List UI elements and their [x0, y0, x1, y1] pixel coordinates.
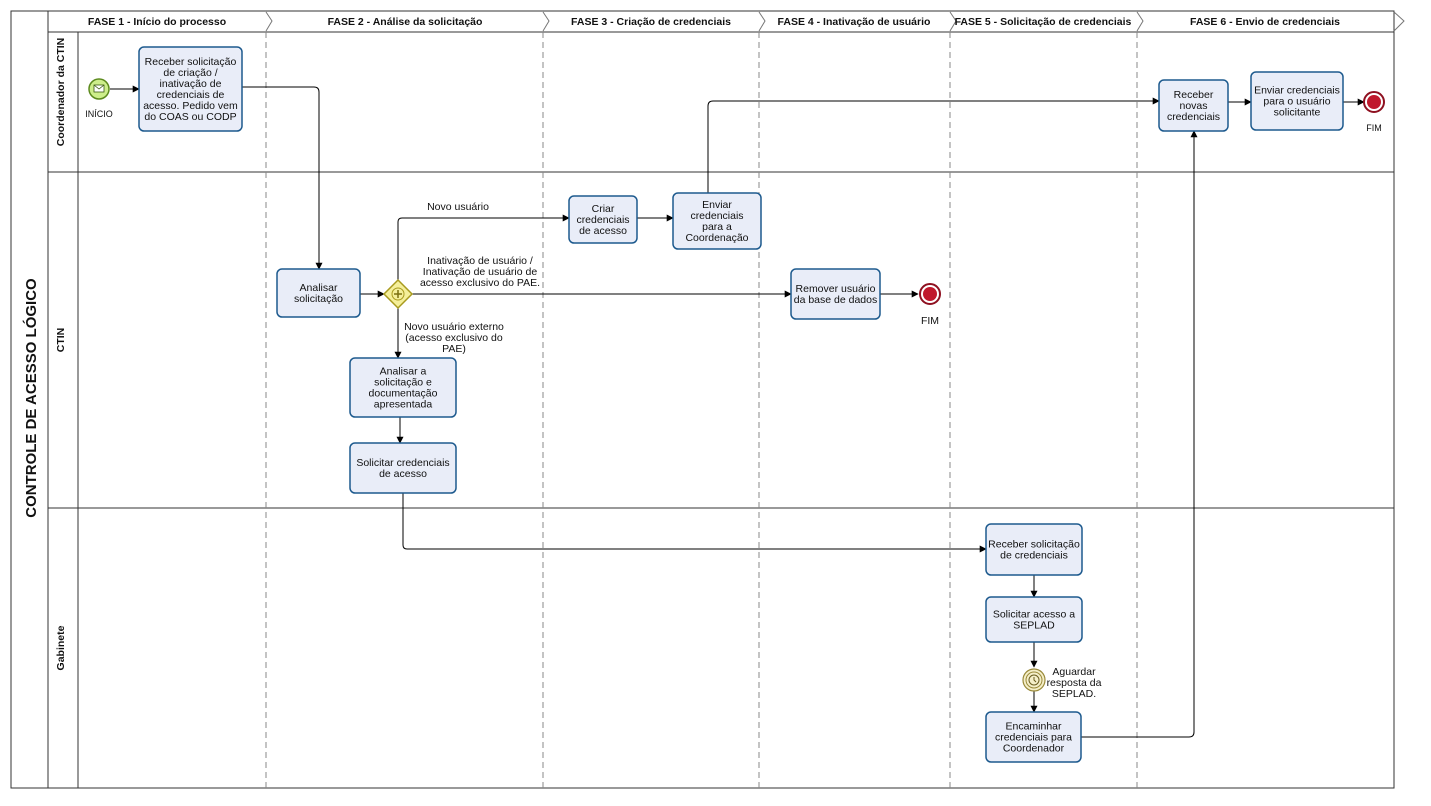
- end-event-ctin[interactable]: FIM: [919, 283, 941, 327]
- flow-label-line: Novo usuário: [427, 201, 489, 213]
- phase-4-title: FASE 4 - Inativação de usuário: [778, 16, 931, 28]
- flow-label-inativacao: Inativação de usuário / Inativação de us…: [420, 255, 540, 289]
- timer-label-line: Aguardar: [1052, 666, 1096, 678]
- lane-ctin-title: CTIN: [55, 328, 67, 353]
- task-label-line: Analisar a: [380, 366, 427, 378]
- task-label-line: credenciais de: [157, 89, 225, 101]
- flow-label-line: Inativação de usuário /: [427, 255, 533, 267]
- task-label-line: Receber solicitação: [988, 539, 1080, 551]
- task-label-line: de credenciais: [1000, 550, 1068, 562]
- lane-coordenador-title: Coordenador da CTIN: [55, 38, 67, 147]
- end-event-coordenador-label: FIM: [1366, 123, 1382, 133]
- flow-label-line: acesso exclusivo do PAE.: [420, 277, 540, 289]
- task-label-line: Solicitar credenciais: [356, 457, 449, 469]
- phase-6-title: FASE 6 - Envio de credenciais: [1190, 16, 1340, 28]
- start-event[interactable]: INÍCIO: [85, 78, 113, 119]
- task-label-line: Receber solicitação: [145, 56, 237, 68]
- flow-label-line: Inativação de usuário de: [423, 266, 538, 278]
- task-label-line: Coordenador: [1003, 743, 1065, 755]
- flow-label-line: PAE): [442, 343, 466, 355]
- task-label-line: de acesso: [379, 468, 427, 480]
- pool-title: CONTROLE DE ACESSO LÓGICO: [22, 278, 40, 518]
- flow-solicitar-to-receber-gab: [402, 493, 987, 553]
- task-label-line: credenciais para: [995, 732, 1072, 744]
- timer-event-label: Aguardar resposta da SEPLAD.: [1047, 666, 1102, 700]
- flow-gateway-to-criar: [397, 214, 570, 280]
- task-label-line: Enviar credenciais: [1254, 85, 1340, 97]
- task-label-line: documentação: [369, 388, 438, 400]
- lane-gabinete-title: Gabinete: [55, 625, 67, 670]
- task-label-line: novas: [1179, 100, 1207, 112]
- task-label-line: SEPLAD: [1013, 620, 1055, 632]
- flow-label-line: (acesso exclusivo do: [405, 332, 503, 344]
- task-label-line: para o usuário: [1263, 96, 1330, 108]
- flow-receber-to-analisar: [242, 86, 323, 270]
- task-label-line: Analisar: [300, 282, 338, 294]
- flow-label-line: Novo usuário externo: [404, 321, 504, 333]
- task-label-line: Remover usuário: [796, 283, 876, 295]
- phase-2-title: FASE 2 - Análise da solicitação: [328, 16, 483, 28]
- task-label-line: Solicitar acesso a: [993, 609, 1075, 621]
- phase-3-title: FASE 3 - Criação de credenciais: [571, 16, 731, 28]
- task-label-line: de acesso: [579, 225, 627, 237]
- plus-icon: [394, 290, 402, 298]
- sequence-flows: [110, 85, 1365, 738]
- task-label-line: Coordenação: [685, 232, 748, 244]
- timer-event[interactable]: [1022, 668, 1046, 692]
- task-label-line: Encaminhar: [1005, 721, 1062, 733]
- pool: CONTROLE DE ACESSO LÓGICO: [10, 10, 1395, 789]
- parallel-gateway[interactable]: [382, 278, 414, 310]
- timer-label-line: SEPLAD.: [1052, 688, 1096, 700]
- clock-icon: [1028, 674, 1040, 686]
- task-label-line: Enviar: [702, 199, 732, 211]
- envelope-icon: [93, 84, 105, 93]
- task-label-line: solicitação e: [374, 377, 432, 389]
- phase-header: [265, 11, 1405, 32]
- task-label-line: credenciais: [690, 210, 743, 222]
- task-label-line: Criar: [592, 203, 615, 215]
- task-label-line: do COAS ou CODP: [144, 111, 236, 123]
- task-label-line: da base de dados: [794, 294, 878, 306]
- flow-encaminhar-to-receber-novas: [1081, 130, 1198, 738]
- task-label-line: apresentada: [374, 399, 433, 411]
- task-label-line: Receber: [1174, 89, 1214, 101]
- phase-1-title: FASE 1 - Início do processo: [88, 16, 226, 28]
- task-label-line: solicitante: [1274, 107, 1321, 119]
- task-label-line: para a: [702, 221, 732, 233]
- flow-label-novo-usuario: Novo usuário: [427, 201, 489, 213]
- end-event-ctin-label: FIM: [921, 315, 939, 327]
- task-label-line: credenciais: [576, 214, 629, 226]
- flow-label-novo-externo: Novo usuário externo (acesso exclusivo d…: [404, 321, 504, 355]
- task-label-line: credenciais: [1167, 111, 1220, 123]
- timer-label-line: resposta da: [1047, 677, 1102, 689]
- end-event-coordenador[interactable]: FIM: [1363, 91, 1385, 133]
- task-label-line: acesso. Pedido vem: [143, 100, 238, 112]
- phase-5-title: FASE 5 - Solicitação de credenciais: [955, 16, 1132, 28]
- task-label-line: inativação de: [160, 78, 222, 90]
- task-label-line: de criação /: [163, 67, 217, 79]
- task-label-line: solicitação: [294, 293, 343, 305]
- flow-enviar-to-receber-novas: [707, 97, 1160, 193]
- phase-separators: [265, 32, 1138, 788]
- start-event-label: INÍCIO: [85, 109, 113, 119]
